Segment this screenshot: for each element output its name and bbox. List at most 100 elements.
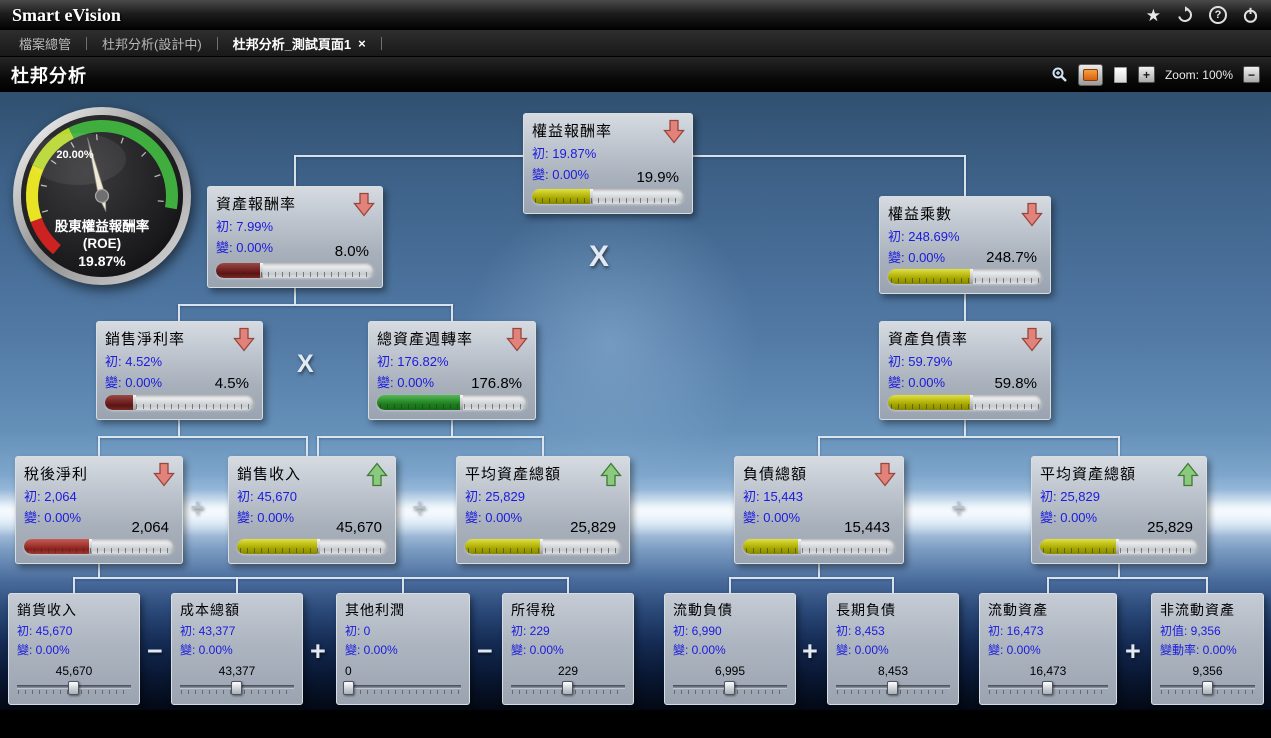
metric-card-roa: 資產報酬率初: 7.99%變: 0.00%8.0%: [207, 186, 383, 288]
refresh-icon[interactable]: [1176, 6, 1194, 24]
metric-bar[interactable]: [377, 395, 527, 410]
trend-down-icon: [663, 119, 685, 144]
card-change-value: 變: 0.00%: [1040, 510, 1098, 525]
bar-ticks: [891, 404, 1039, 409]
zoom-in-button[interactable]: +: [1137, 66, 1155, 83]
card-current-value: 59.8%: [994, 375, 1037, 392]
bar-ticks: [380, 404, 524, 409]
metric-bar[interactable]: [888, 395, 1042, 410]
slider-thumb[interactable]: [561, 681, 573, 695]
tab-dupont-designing[interactable]: 杜邦分析(設計中): [91, 34, 213, 53]
gauge-ticks: [40, 134, 164, 213]
connector-line: [402, 577, 404, 593]
connector-line: [1047, 577, 1208, 579]
metric-bar[interactable]: [237, 539, 387, 554]
tab-label: 杜邦分析(設計中): [102, 36, 202, 52]
metric-card-avg-total-assets-2: 平均資產總額初: 25,829 變: 0.00% 25,829: [1031, 456, 1207, 564]
tab-label: 檔案總管: [19, 36, 72, 52]
connector-line: [178, 420, 180, 437]
card-initial-value: 初: 59.79%: [888, 354, 953, 369]
slider-ticks: [346, 690, 460, 694]
value-slider[interactable]: [673, 681, 787, 695]
card-title: 非流動資產: [1160, 602, 1235, 618]
card-current-value: 25,829: [1147, 519, 1193, 536]
value-slider[interactable]: [17, 681, 131, 695]
metric-bar[interactable]: [743, 539, 895, 554]
presentation-icon[interactable]: [1077, 63, 1103, 86]
slider-thumb[interactable]: [723, 681, 735, 695]
metric-bar[interactable]: [105, 395, 254, 410]
connector-line: [567, 577, 569, 593]
header-icons: ★ ?: [1146, 6, 1259, 24]
card-initial-value: 初: 248.69%: [888, 229, 960, 244]
document-icon[interactable]: [1109, 65, 1132, 85]
card-title: 權益乘數: [888, 206, 953, 223]
card-change-value: 變: 0.00%: [105, 375, 163, 390]
metric-bar[interactable]: [465, 539, 621, 554]
zoom-out-button[interactable]: −: [1243, 66, 1260, 83]
card-current-value: 25,829: [570, 519, 616, 536]
card-change-value: 變: 0.00%: [24, 510, 82, 525]
metric-bar[interactable]: [1040, 539, 1198, 554]
trend-up-icon: [1177, 462, 1199, 487]
slider-thumb[interactable]: [886, 681, 898, 695]
tab-separator: [380, 36, 382, 50]
card-initial-value: 初: 8,453: [836, 624, 885, 638]
tab-close-icon[interactable]: ×: [358, 35, 366, 51]
metric-bar[interactable]: [888, 269, 1042, 284]
slider-thumb[interactable]: [1041, 681, 1053, 695]
slider-thumb[interactable]: [230, 681, 242, 695]
card-title: 平均資產總額: [1040, 466, 1137, 483]
value-slider[interactable]: [1160, 681, 1255, 695]
card-initial-value: 初: 16,473: [988, 624, 1044, 638]
card-title: 平均資產總額: [465, 466, 562, 483]
bar-ticks: [108, 404, 251, 409]
trend-down-icon: [874, 462, 896, 487]
metric-card-asset-turnover: 總資產週轉率初: 176.82%變: 0.00%176.8%: [368, 321, 536, 420]
slider-thumb[interactable]: [67, 681, 79, 695]
card-change-value: 變: 0.00%: [377, 375, 435, 390]
metric-bar[interactable]: [216, 263, 374, 278]
value-slider[interactable]: [511, 681, 625, 695]
connector-line: [1206, 577, 1208, 593]
bar-ticks: [219, 272, 371, 277]
card-current-value: 2,064: [131, 519, 169, 536]
card-initial-value: 初: 25,829: [1040, 489, 1100, 504]
card-title: 銷貨收入: [17, 602, 77, 618]
metric-bar[interactable]: [24, 539, 174, 554]
value-slider[interactable]: [988, 681, 1108, 695]
favorite-icon[interactable]: ★: [1145, 5, 1161, 25]
zoom-search-icon[interactable]: [1049, 65, 1072, 85]
card-current-value: 8,453: [877, 664, 909, 678]
connector-line: [294, 288, 296, 305]
connector-line: [236, 577, 238, 593]
slider-thumb[interactable]: [343, 681, 355, 695]
dupont-diagram: 20.00% 股東權益報酬率 (ROE) 19.87% X X ÷ ÷ ÷ − …: [0, 92, 1271, 710]
metric-bar[interactable]: [532, 189, 684, 204]
tab-file-explorer[interactable]: 檔案總管: [8, 34, 82, 53]
bar-ticks: [27, 548, 171, 553]
value-slider[interactable]: [180, 681, 294, 695]
connector-line: [1118, 564, 1120, 578]
help-icon[interactable]: ?: [1209, 6, 1227, 24]
slider-track: [345, 685, 461, 688]
zoom-level-label: Zoom: 100%: [1164, 67, 1233, 82]
card-title: 負債總額: [743, 466, 808, 483]
connector-line: [98, 436, 308, 438]
tab-label: 杜邦分析_測試頁面1: [232, 36, 352, 52]
connector-line: [306, 436, 308, 456]
power-icon[interactable]: [1242, 7, 1259, 24]
card-title: 稅後淨利: [24, 466, 89, 483]
roe-gauge: 20.00% 股東權益報酬率 (ROE) 19.87%: [13, 107, 191, 285]
value-slider[interactable]: [836, 681, 950, 695]
value-slider[interactable]: [343, 681, 461, 695]
card-current-value: 229: [557, 664, 579, 678]
tab-dupont-test-page[interactable]: 杜邦分析_測試頁面1 ×: [222, 34, 377, 53]
tab-separator: [86, 36, 88, 50]
card-change-value: 變: 0.00%: [180, 643, 233, 657]
tab-separator: [216, 36, 218, 50]
slider-thumb[interactable]: [1201, 681, 1213, 695]
